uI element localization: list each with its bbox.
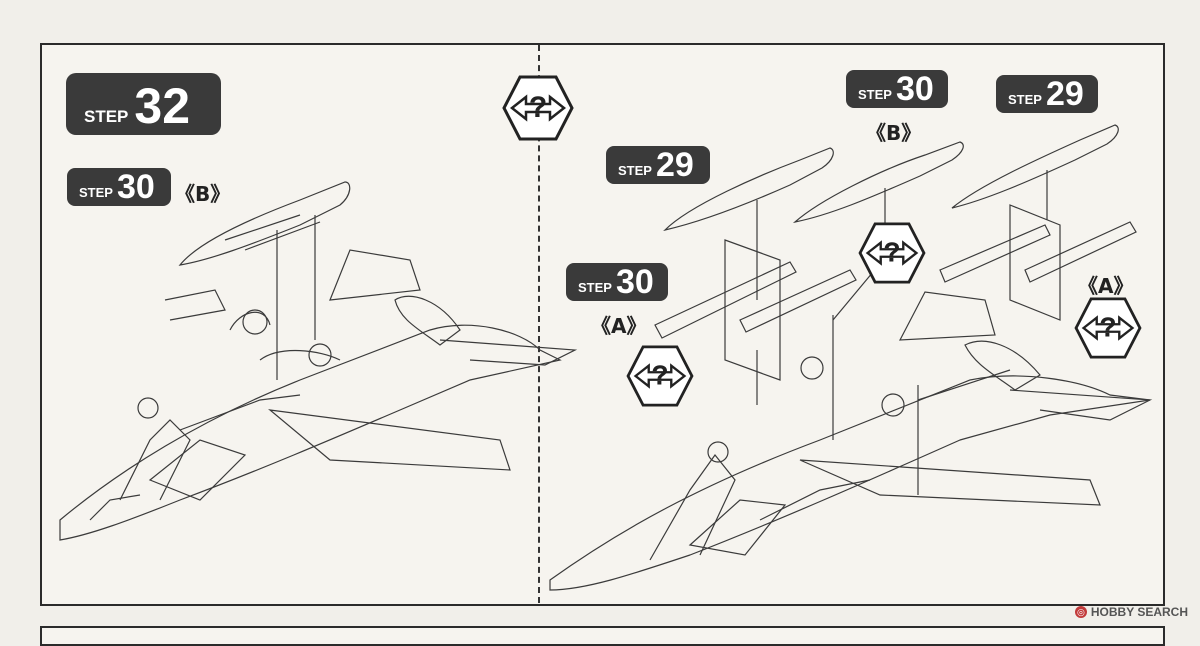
variant-label-right-a-right: 《A》 xyxy=(1078,274,1134,298)
ref-step-label: STEP xyxy=(858,87,892,102)
ref-step-number: 29 xyxy=(655,146,694,184)
svg-text:?: ? xyxy=(883,235,900,267)
svg-text:?: ? xyxy=(1099,310,1116,342)
ref-step-badge-30-left: STEP 30 xyxy=(566,263,668,301)
alternative-part-hexagon-icon: ? xyxy=(858,222,926,284)
right-aircraft-drawing xyxy=(549,291,1153,591)
watermark-text: HOBBY SEARCH xyxy=(1090,605,1188,619)
alternative-part-hexagon-icon: ? xyxy=(1074,297,1142,359)
svg-text:?: ? xyxy=(529,91,547,124)
variant-label-right-a-left: 《A》 xyxy=(591,314,647,338)
ref-step-badge-left: STEP 30 xyxy=(67,168,171,206)
watermark: ◎ HOBBY SEARCH xyxy=(1074,605,1188,619)
left-aircraft-drawing xyxy=(59,249,578,541)
step-number-badge: STEP 32 xyxy=(66,73,221,135)
variant-label-left-b: 《B》 xyxy=(175,182,231,206)
step-frame xyxy=(40,43,1165,606)
ref-step-label: STEP xyxy=(1008,92,1042,107)
ref-step-badge-29-left: STEP 29 xyxy=(606,146,710,184)
alternative-part-hexagon-icon: ? xyxy=(626,345,694,407)
ref-step-label: STEP xyxy=(79,185,113,200)
ref-step-label: STEP xyxy=(578,280,612,295)
ref-step-label: STEP xyxy=(618,163,652,178)
svg-text:?: ? xyxy=(651,358,668,390)
ref-step-number: 30 xyxy=(116,168,155,206)
right-pods-drawing xyxy=(654,124,1137,495)
ref-step-number: 29 xyxy=(1045,75,1084,113)
ref-step-number: 30 xyxy=(895,70,934,108)
ref-step-badge-29-right: STEP 29 xyxy=(996,75,1098,113)
ref-step-number: 30 xyxy=(615,263,654,301)
left-pod-drawing xyxy=(178,181,351,380)
watermark-logo-icon: ◎ xyxy=(1074,606,1087,618)
step-number: 32 xyxy=(134,78,191,134)
ref-step-badge-30-top: STEP 30 xyxy=(846,70,948,108)
variant-label-right-b: 《B》 xyxy=(866,121,922,145)
panel-divider xyxy=(538,45,540,603)
step-label: STEP xyxy=(84,107,129,126)
alternative-part-hexagon-icon: ? xyxy=(502,75,574,141)
